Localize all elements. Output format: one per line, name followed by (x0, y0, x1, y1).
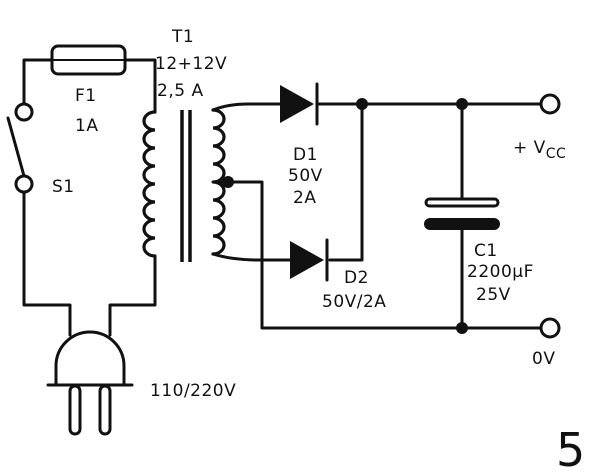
transformer-t1 (142, 108, 226, 262)
wire-switch-to-plug (22, 191, 72, 337)
junction-capacitor-positive (456, 98, 468, 110)
plug-voltage-label: 110/220V (150, 381, 236, 401)
ground-output-label: 0V (532, 349, 555, 369)
switch-top-contact (14, 102, 34, 122)
diode2-ref-label: D2 (344, 268, 369, 288)
diode-d1-anode-triangle (280, 85, 314, 123)
plug-left-pin (68, 384, 82, 436)
fuse-rating-label: 1A (75, 116, 98, 136)
fuse-ref-label: F1 (75, 86, 97, 106)
diode1-ref-label: D1 (293, 145, 318, 165)
transformer-ref-label: T1 (171, 27, 194, 47)
positive-output-label: + VCC (513, 138, 566, 162)
junction-d2-rail (356, 98, 368, 110)
plug-body (54, 330, 126, 387)
mains-wiring (22, 58, 157, 337)
junction-capacitor-ground (456, 322, 468, 334)
figure-number: 5 (556, 423, 585, 475)
wire-fuse-to-primary (123, 58, 157, 114)
positive-output-terminal (539, 93, 561, 115)
diode1-current-label: 2A (293, 188, 316, 208)
transformer-voltage-label: 12+12V (155, 54, 227, 74)
switch-ref-label: S1 (52, 177, 75, 197)
wire-d2-to-rail (328, 102, 364, 262)
diode-d1 (280, 82, 319, 126)
capacitor-negative-plate (424, 218, 500, 230)
wire-secondary-top-to-d1 (211, 102, 282, 112)
switch-lever (6, 116, 26, 178)
transformer-current-label: 2,5 A (157, 81, 204, 101)
wire-switch-to-fuse (22, 58, 54, 105)
diode-d2 (290, 238, 329, 282)
junction-center-tap (222, 176, 234, 188)
capacitor-voltage-label: 25V (476, 285, 511, 305)
mains-plug (46, 330, 134, 436)
wire-secondary-bottom-to-d2 (211, 252, 292, 262)
capacitor-positive-plate (424, 197, 500, 208)
wire-primary-to-plug (108, 255, 157, 337)
positive-output-subscript: CC (546, 146, 567, 162)
capacitor-c1 (424, 197, 500, 230)
diode-d2-anode-triangle (290, 241, 324, 279)
diode2-rating-label: 50V/2A (322, 292, 386, 312)
fuse-f1 (50, 44, 127, 76)
capacitor-capacitance-label: 2200µF (467, 262, 534, 282)
ground-output-terminal (539, 317, 561, 339)
diode1-voltage-label: 50V (288, 166, 323, 186)
switch-s1 (6, 102, 34, 194)
switch-bottom-contact (14, 174, 34, 194)
plug-right-pin (98, 384, 112, 436)
capacitor-ref-label: C1 (474, 241, 498, 261)
positive-output-prefix: + V (513, 138, 546, 158)
transformer-primary-winding (142, 110, 157, 258)
